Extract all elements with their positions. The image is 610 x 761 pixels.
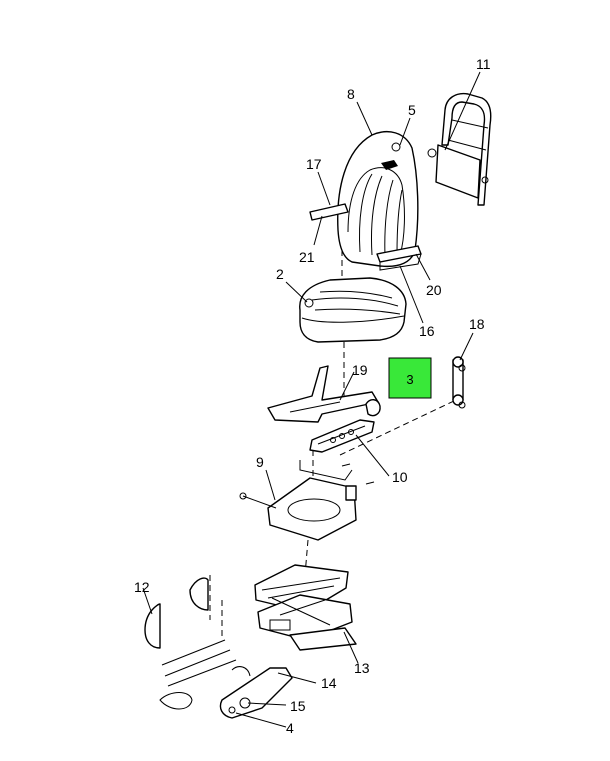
seat-base-frame bbox=[267, 365, 381, 453]
callout-14[interactable]: 14 bbox=[321, 675, 337, 691]
highlight-label: 3 bbox=[406, 372, 413, 387]
backrest-frame bbox=[427, 92, 492, 206]
callout-10[interactable]: 10 bbox=[392, 469, 408, 485]
swivel-plate bbox=[239, 460, 375, 541]
seat-cushion bbox=[299, 277, 407, 343]
callout-21[interactable]: 21 bbox=[299, 249, 315, 265]
callout-labels: 8 5 11 17 21 2 20 16 18 19 10 9 12 13 14… bbox=[134, 56, 491, 736]
callout-19[interactable]: 19 bbox=[352, 362, 368, 378]
highlighted-callout-3[interactable]: 3 bbox=[388, 357, 432, 399]
suspension-base bbox=[254, 564, 357, 651]
callout-9[interactable]: 9 bbox=[256, 454, 264, 470]
callout-16[interactable]: 16 bbox=[419, 323, 435, 339]
callout-17[interactable]: 17 bbox=[306, 156, 322, 172]
callout-leaders bbox=[142, 71, 481, 728]
seat-back bbox=[309, 131, 422, 271]
callout-18[interactable]: 18 bbox=[469, 316, 485, 332]
callout-4[interactable]: 4 bbox=[286, 720, 294, 736]
shock-absorber bbox=[452, 356, 466, 409]
callout-2[interactable]: 2 bbox=[276, 266, 284, 282]
lower-trim-parts bbox=[144, 577, 293, 719]
highlight-box[interactable] bbox=[388, 357, 432, 399]
callout-5[interactable]: 5 bbox=[408, 102, 416, 118]
callout-8[interactable]: 8 bbox=[347, 86, 355, 102]
callout-15[interactable]: 15 bbox=[290, 698, 306, 714]
callout-12[interactable]: 12 bbox=[134, 579, 150, 595]
callout-11[interactable]: 11 bbox=[476, 56, 491, 72]
callout-13[interactable]: 13 bbox=[354, 660, 370, 676]
callout-20[interactable]: 20 bbox=[426, 282, 442, 298]
